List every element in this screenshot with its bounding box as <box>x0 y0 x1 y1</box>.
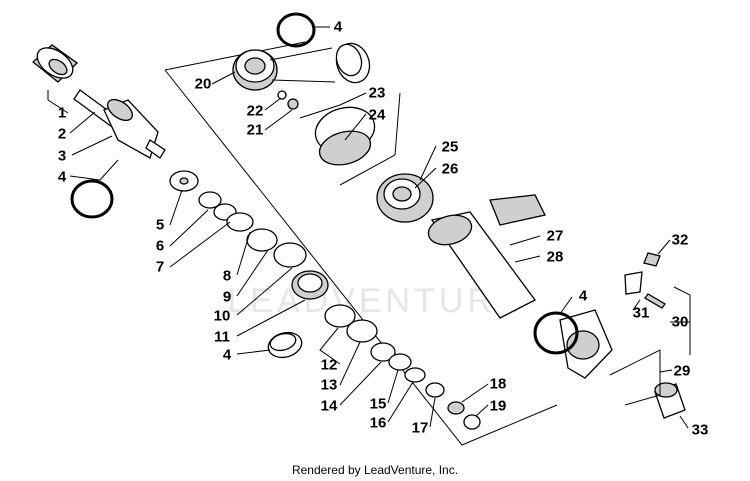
leader-23 <box>299 92 367 119</box>
leader-4-lower <box>236 349 271 355</box>
callout-23: 23 <box>369 85 386 102</box>
o-ring-4-top <box>276 12 316 48</box>
callout-24: 24 <box>369 107 386 124</box>
leader-22 <box>264 97 282 111</box>
leader-7 <box>169 221 231 268</box>
pin-22 <box>277 90 287 100</box>
leader-18 <box>461 383 489 403</box>
callout-10: 10 <box>214 308 231 325</box>
footer-credit: Rendered by LeadVenture, Inc. <box>292 463 458 477</box>
leader-25 <box>419 145 437 181</box>
callout-4-lower: 4 <box>223 347 232 364</box>
callout-1: 1 <box>58 105 66 122</box>
leader-2 <box>69 111 96 134</box>
callout-9: 9 <box>223 289 231 306</box>
leader-11 <box>236 299 306 337</box>
callout-22: 22 <box>247 103 264 120</box>
o-ring-4-left <box>70 179 114 219</box>
leader-27 <box>509 235 541 246</box>
leader-8 <box>236 231 251 276</box>
callout-17: 17 <box>412 420 429 437</box>
leader-12 <box>319 327 341 365</box>
callout-8: 8 <box>223 268 231 285</box>
watermark-text: LEADVENTURE <box>227 282 522 320</box>
leader-10 <box>236 267 293 316</box>
leader-16 <box>387 381 414 423</box>
callout-3: 3 <box>58 148 66 165</box>
callout-4-top: 4 <box>334 19 343 36</box>
callout-25: 25 <box>442 139 459 156</box>
leader-31 <box>632 299 641 311</box>
leader-21 <box>264 109 293 131</box>
leader-4-left <box>69 159 119 181</box>
callout-12: 12 <box>321 357 338 374</box>
reservoir-body <box>427 194 546 319</box>
callout-4-left: 4 <box>58 169 67 186</box>
callout-21: 21 <box>247 122 264 139</box>
leader-6 <box>169 209 209 247</box>
guide-line <box>271 79 336 83</box>
piston-shaft <box>73 89 166 159</box>
callout-2: 2 <box>58 126 66 143</box>
reservoir-housing <box>559 309 613 379</box>
shim-stack <box>169 170 481 430</box>
callout-15: 15 <box>370 396 387 413</box>
leader-17 <box>429 397 436 428</box>
callout-20: 20 <box>195 76 212 93</box>
valve-31 <box>624 271 643 295</box>
callout-30: 30 <box>672 314 689 331</box>
leader-5 <box>169 189 183 226</box>
frame-bottom-edge <box>164 69 558 446</box>
seal-ring-4-top <box>335 42 371 84</box>
callout-6: 6 <box>156 238 164 255</box>
leader-29 <box>659 369 673 373</box>
callout-26: 26 <box>442 161 459 178</box>
callout-33: 33 <box>692 422 709 439</box>
bracket-30 <box>673 286 691 355</box>
leader-19 <box>475 404 489 417</box>
spring-pin <box>644 293 666 309</box>
bleed-screw-32 <box>643 252 661 267</box>
leader-3 <box>71 135 113 156</box>
callout-4-right: 4 <box>579 288 588 305</box>
leader-9 <box>236 249 269 297</box>
leader-4-right <box>559 296 573 315</box>
callout-5: 5 <box>156 217 164 234</box>
callout-27: 27 <box>547 228 564 245</box>
ball-21 <box>287 98 299 110</box>
callout-16: 16 <box>370 415 387 432</box>
bearing-cap-20 <box>232 49 278 91</box>
leader-32 <box>657 239 671 255</box>
callout-11: 11 <box>214 329 230 346</box>
callout-7: 7 <box>156 259 164 276</box>
callout-18: 18 <box>490 376 507 393</box>
leader-15 <box>387 369 399 404</box>
callout-13: 13 <box>321 377 338 394</box>
callout-28: 28 <box>547 249 564 266</box>
o-ring-4-right <box>533 311 579 355</box>
frame-top-left-edge <box>164 41 306 71</box>
callout-19: 19 <box>490 398 507 415</box>
band-ring-4-lower <box>267 331 303 359</box>
leader-26 <box>414 167 437 189</box>
leader-20 <box>211 71 236 85</box>
callout-29: 29 <box>674 363 691 380</box>
eyelet-bushing <box>31 44 79 83</box>
leader-13 <box>339 341 361 386</box>
guide-line <box>269 47 333 61</box>
leader-24 <box>344 113 367 141</box>
leader-23b <box>339 92 401 186</box>
leader-28 <box>514 255 541 263</box>
leader-33 <box>679 415 689 429</box>
leader-14 <box>339 361 382 406</box>
bracket-29 <box>609 349 661 406</box>
spring-collar <box>376 173 434 223</box>
callout-31: 31 <box>633 305 650 322</box>
callout-32: 32 <box>672 232 689 249</box>
ring-24 <box>318 130 372 166</box>
leader-1 <box>47 90 69 114</box>
callout-14: 14 <box>321 398 338 415</box>
